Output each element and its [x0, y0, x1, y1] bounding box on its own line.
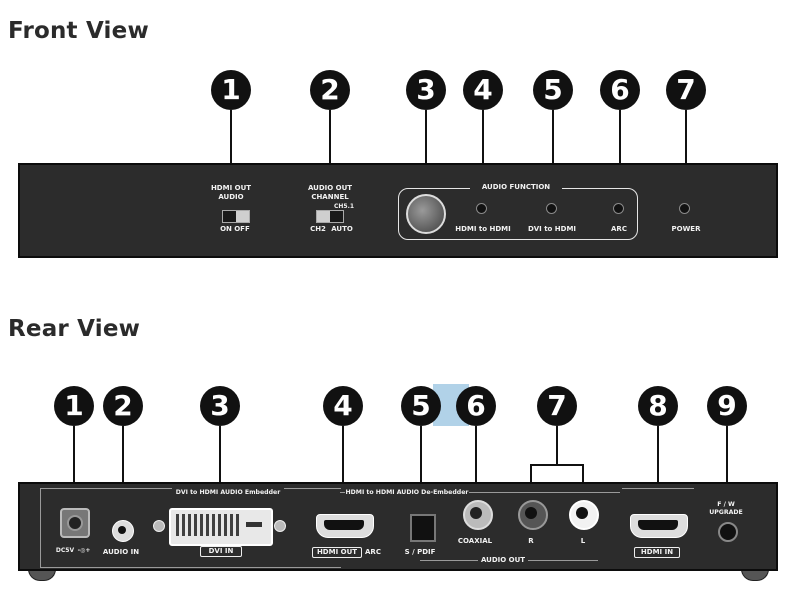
- audio-out-channel-label-1: AUDIO OUT: [307, 184, 353, 192]
- rear-view-title: Rear View: [8, 316, 141, 342]
- front-callout-3: 3: [406, 70, 446, 110]
- dvi-embedder-label: DVI to HDMI AUDIO Embedder: [172, 488, 284, 497]
- front-leader-1: [230, 110, 232, 188]
- rear-leader-1: [73, 426, 75, 506]
- coaxial-hole: [470, 507, 482, 519]
- hdmi-out-audio-label-1: HDMI OUT: [210, 184, 252, 192]
- dvi-pins: [176, 514, 240, 536]
- rear-callout-7: 7: [537, 386, 577, 426]
- audio-in-hole: [118, 526, 126, 534]
- front-callout-6: 6: [600, 70, 640, 110]
- rear-callout-3: 3: [200, 386, 240, 426]
- hdmi-to-hdmi-led: [476, 203, 487, 214]
- dc-power-jack[interactable]: [60, 508, 90, 538]
- fw-label-1: F / W: [717, 501, 735, 508]
- front-leader-4: [482, 110, 484, 202]
- audio-channel-switch[interactable]: [316, 210, 344, 223]
- audio-out-label: AUDIO OUT: [478, 556, 528, 565]
- rear-leader-4: [342, 426, 344, 516]
- dvi-screw-right: [274, 520, 286, 532]
- polarity-icon: -◎+: [77, 547, 91, 554]
- power-label: POWER: [671, 225, 701, 233]
- front-callout-1: 1: [211, 70, 251, 110]
- front-leader-5: [552, 110, 554, 202]
- front-leader-7: [685, 110, 687, 202]
- rear-leader-6: [475, 426, 477, 504]
- rear-arc-label: ARC: [365, 548, 381, 556]
- front-view-title: Front View: [8, 18, 149, 44]
- hdmi-in-bracket: [622, 488, 694, 489]
- rear-leader-9: [726, 426, 728, 496]
- rear-leader-5: [420, 426, 422, 514]
- front-callout-4: 4: [463, 70, 503, 110]
- spdif-label: S / PDIF: [404, 548, 436, 556]
- front-leader-3: [425, 110, 427, 193]
- switch-knob: [317, 211, 330, 222]
- rear-callout-6: 6: [456, 386, 496, 426]
- audio-in-label: AUDIO IN: [102, 548, 140, 556]
- ch2-label: CH2: [310, 225, 326, 233]
- auto-label: AUTO: [331, 225, 353, 233]
- dvi-to-hdmi-label: DVI to HDMI: [527, 225, 577, 233]
- hdmi-in-label: HDMI IN: [634, 547, 680, 558]
- dvi-screw-left: [153, 520, 165, 532]
- hdmi-out-socket: [324, 520, 364, 530]
- spdif-port[interactable]: [410, 514, 436, 542]
- rear-callout-8: 8: [638, 386, 678, 426]
- arc-led: [613, 203, 624, 214]
- l-label: L: [580, 537, 586, 545]
- rear-callout-4: 4: [323, 386, 363, 426]
- front-callout-5: 5: [533, 70, 573, 110]
- r-label: R: [528, 537, 534, 545]
- audio-r-hole: [525, 507, 537, 519]
- switch-knob: [236, 211, 249, 222]
- dvi-blade: [246, 522, 262, 527]
- dc-jack-pin: [67, 515, 83, 531]
- rear-leader-7: [556, 426, 558, 466]
- rear-callout-2: 2: [103, 386, 143, 426]
- switch-on-label: ON: [220, 225, 232, 233]
- front-leader-2: [329, 110, 331, 188]
- rear-leader-7-bar: [530, 464, 584, 466]
- front-callout-7: 7: [666, 70, 706, 110]
- dc5v-label: DC5V: [55, 547, 75, 554]
- power-led: [679, 203, 690, 214]
- front-leader-6: [619, 110, 621, 202]
- dvi-in-label: DVI IN: [200, 546, 242, 557]
- rear-callout-5: 5: [401, 386, 441, 426]
- rear-leader-2: [122, 426, 124, 516]
- fw-label-2: UPGRADE: [709, 509, 743, 516]
- fw-upgrade-port[interactable]: [718, 522, 738, 542]
- audio-function-label: AUDIO FUNCTION: [470, 183, 562, 192]
- front-callout-2: 2: [310, 70, 350, 110]
- dvi-to-hdmi-led: [546, 203, 557, 214]
- audio-function-button[interactable]: [406, 194, 446, 234]
- hdmi-out-audio-switch[interactable]: [222, 210, 250, 223]
- hdmi-in-socket: [638, 520, 678, 530]
- switch-off-label: OFF: [234, 225, 250, 233]
- hdmi-out-audio-label-2: AUDIO: [218, 193, 244, 201]
- hdmi-deembedder-label: HDMI to HDMI AUDIO De-Embedder: [345, 488, 469, 497]
- rear-leader-8: [657, 426, 659, 518]
- rear-leader-3: [219, 426, 221, 511]
- hdmi-out-label: HDMI OUT: [312, 547, 362, 558]
- hdmi-to-hdmi-label: HDMI to HDMI: [455, 225, 511, 233]
- arc-label: ARC: [611, 225, 627, 233]
- rear-callout-9: 9: [707, 386, 747, 426]
- deembedder-bracket: [340, 492, 620, 493]
- audio-out-channel-label-2: CHANNEL: [311, 193, 349, 201]
- audio-l-hole: [576, 507, 588, 519]
- ch51-label: CH5.1: [333, 203, 355, 210]
- coaxial-label: COAXIAL: [457, 537, 493, 545]
- rear-callout-1: 1: [54, 386, 94, 426]
